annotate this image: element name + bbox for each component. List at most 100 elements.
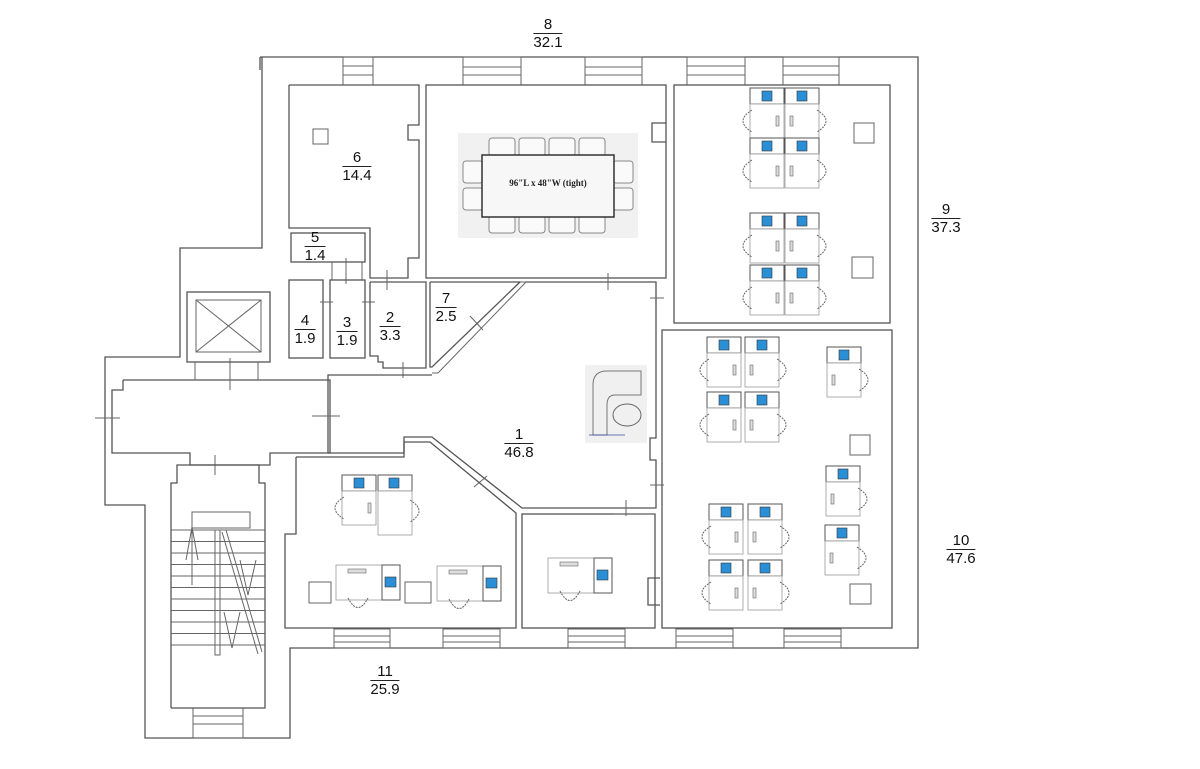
monitor-icon xyxy=(836,527,848,539)
room-7-walls xyxy=(429,281,522,368)
keyboard-icon xyxy=(789,292,794,304)
chair-icon xyxy=(776,413,787,437)
room-number-10: 10 xyxy=(946,532,976,550)
keyboard-icon xyxy=(831,374,836,386)
workstation-desk xyxy=(377,474,420,536)
monitor-icon xyxy=(837,468,849,480)
keyboard-icon xyxy=(749,419,754,431)
room-number-6: 6 xyxy=(342,149,372,167)
workstation-desk xyxy=(334,474,377,526)
room-4-walls xyxy=(288,279,324,359)
room-number-7: 7 xyxy=(435,290,457,308)
chair-icon xyxy=(816,109,827,133)
monitor-icon xyxy=(761,90,773,102)
room-2-walls xyxy=(369,281,427,369)
column-room-6 xyxy=(312,128,329,145)
conference-table-label: 96"L x 48"W (tight) xyxy=(509,178,587,188)
room-area-2: 3.3 xyxy=(379,327,401,344)
chair-icon xyxy=(699,358,710,382)
room-number-8: 8 xyxy=(533,16,563,34)
workstation-desk xyxy=(436,565,502,609)
stairwell xyxy=(170,464,266,709)
room-11-office-walls xyxy=(284,441,517,629)
monitor-icon xyxy=(796,140,808,152)
keyboard-icon xyxy=(732,419,737,431)
workstation-desk xyxy=(825,465,868,517)
monitor-icon xyxy=(720,506,732,518)
workstation-desk xyxy=(742,87,785,139)
workstation-desk xyxy=(747,559,790,611)
monitor-icon xyxy=(796,90,808,102)
room-area-8: 32.1 xyxy=(533,34,563,51)
chair-icon xyxy=(857,487,868,511)
room-number-9: 9 xyxy=(931,201,961,219)
room-8-walls xyxy=(425,84,667,279)
monitor-icon xyxy=(761,215,773,227)
chair-icon xyxy=(347,597,369,608)
room-number-3: 3 xyxy=(336,314,358,332)
monitor-icon xyxy=(756,394,768,406)
room-area-11: 25.9 xyxy=(370,681,400,698)
chair-icon xyxy=(742,109,753,133)
room-1-walls xyxy=(327,281,657,509)
chair-icon xyxy=(816,286,827,310)
monitor-icon xyxy=(796,215,808,227)
monitor-icon xyxy=(759,506,771,518)
room-number-2: 2 xyxy=(379,309,401,327)
workstation-desk xyxy=(744,391,787,443)
monitor-icon xyxy=(485,577,498,589)
workstation-desk xyxy=(744,336,787,388)
keyboard-icon xyxy=(732,364,737,376)
monitor-icon xyxy=(759,562,771,574)
keyboard-icon xyxy=(830,493,835,505)
workstation-desk xyxy=(547,557,613,601)
room-number-4: 4 xyxy=(294,312,316,330)
chair-icon xyxy=(816,159,827,183)
chair-icon xyxy=(779,525,790,549)
monitor-icon xyxy=(718,394,730,406)
chair-icon xyxy=(699,413,710,437)
monitor-icon xyxy=(388,477,400,489)
monitor-icon xyxy=(720,562,732,574)
workstation-desk xyxy=(784,87,827,139)
keyboard-icon xyxy=(789,115,794,127)
room-area-7: 2.5 xyxy=(435,308,457,325)
small-office-walls xyxy=(521,513,656,629)
room-5-walls xyxy=(290,232,366,263)
keyboard-icon xyxy=(448,569,468,575)
chair-icon xyxy=(334,496,345,520)
monitor-icon xyxy=(838,349,850,361)
keyboard-icon xyxy=(775,240,780,252)
monitor-icon xyxy=(718,339,730,351)
conference-table: 96"L x 48"W (tight) xyxy=(458,133,638,238)
monitor-icon xyxy=(796,267,808,279)
monitor-icon xyxy=(353,477,365,489)
workstation-desk xyxy=(826,346,869,398)
chair-icon xyxy=(776,358,787,382)
workstation-desk xyxy=(701,559,744,611)
room-9-walls xyxy=(673,84,891,324)
workstation-desk xyxy=(742,264,785,316)
chair-icon xyxy=(448,598,470,609)
room-area-3: 1.9 xyxy=(336,332,358,349)
keyboard-icon xyxy=(789,240,794,252)
keyboard-icon xyxy=(752,587,757,599)
chair-icon xyxy=(742,286,753,310)
chair-icon xyxy=(742,159,753,183)
room-area-10: 47.6 xyxy=(946,550,976,567)
keyboard-icon xyxy=(775,165,780,177)
workstation-desk xyxy=(824,524,867,576)
chair-icon xyxy=(701,581,712,605)
room-area-1: 46.8 xyxy=(504,444,534,461)
keyboard-icon xyxy=(789,165,794,177)
